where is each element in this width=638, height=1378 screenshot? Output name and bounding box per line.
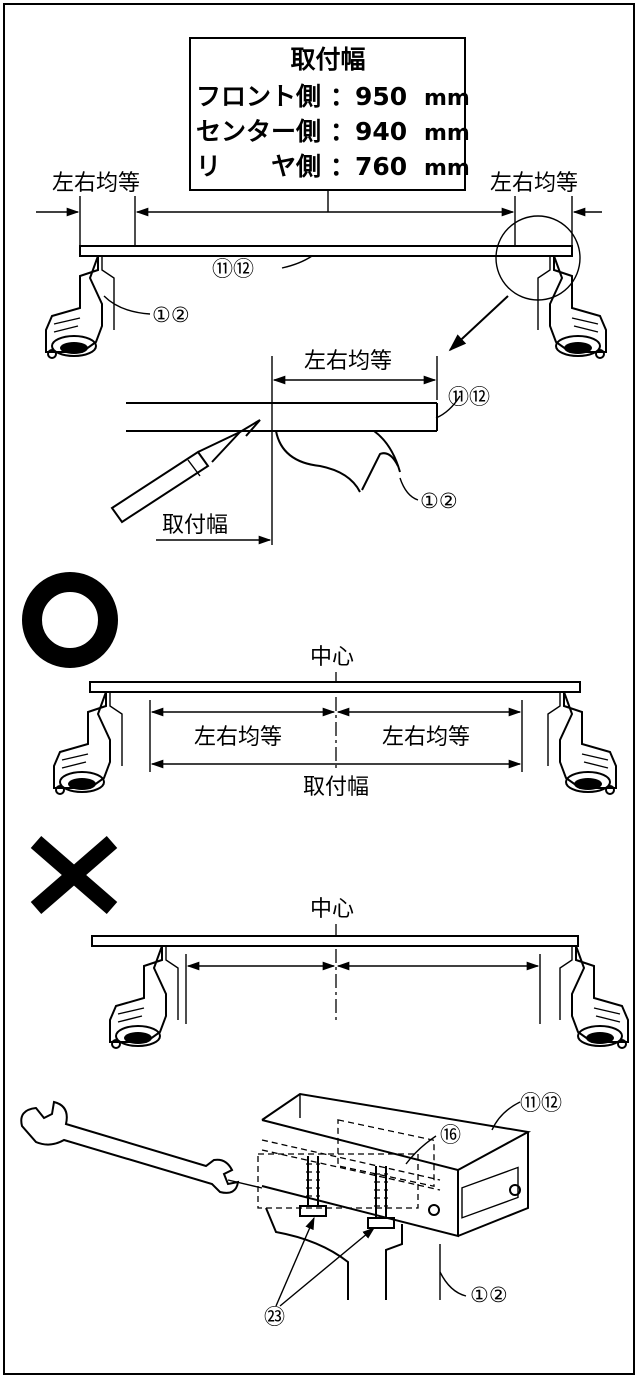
wrong-example: 中心 bbox=[30, 835, 629, 1049]
detail-foot-ref: ①② bbox=[420, 489, 458, 513]
wrong-bar bbox=[91, 935, 579, 947]
width-row-rear: リ ヤ側 ：760 mm bbox=[196, 152, 470, 181]
correct-example: 中心 左右均等 左右均等 取付幅 bbox=[22, 572, 617, 800]
bolt-fastening-diagram: ⑪⑫ ⑯ ①② ㉓ bbox=[20, 1091, 562, 1329]
width-row-front: フロント側 ：950 mm bbox=[196, 82, 470, 111]
top-bar bbox=[79, 245, 573, 257]
pen-icon bbox=[110, 419, 261, 524]
bolt-right bbox=[367, 1166, 395, 1229]
svg-text:mm: mm bbox=[424, 121, 470, 146]
top-foot-ref: ①② bbox=[152, 303, 190, 327]
bolt-ref: ㉓ bbox=[264, 1305, 285, 1329]
detail-circle bbox=[495, 215, 581, 301]
correct-center-label: 中心 bbox=[310, 645, 354, 670]
wrench-icon bbox=[20, 1100, 240, 1194]
bolt-bar-ref: ⑪⑫ bbox=[520, 1091, 562, 1115]
detail-width-label: 取付幅 bbox=[162, 513, 228, 538]
detail-pointer-arrow bbox=[448, 295, 509, 352]
correct-left-equal-label: 左右均等 bbox=[194, 725, 282, 750]
bolt-left bbox=[299, 1156, 327, 1217]
wrong-symbol-icon bbox=[30, 835, 118, 915]
detail-marking-diagram: 左右均等 ⑪⑫ ①② 取付幅 bbox=[110, 349, 490, 545]
wrong-center-label: 中心 bbox=[310, 897, 354, 922]
svg-text:センター側: センター側 bbox=[196, 117, 321, 146]
svg-text:：940: ：940 bbox=[330, 117, 407, 146]
bolt-part-ref: ⑯ bbox=[440, 1123, 461, 1147]
svg-text:リ ヤ側: リ ヤ側 bbox=[196, 152, 321, 181]
svg-text:mm: mm bbox=[424, 156, 470, 181]
top-bar-ref: ⑪⑫ bbox=[212, 257, 254, 281]
top-right-equal-label: 左右均等 bbox=[490, 171, 578, 196]
svg-text:：760: ：760 bbox=[330, 152, 407, 181]
top-left-equal-label: 左右均等 bbox=[52, 171, 140, 196]
bolt-foot-ref: ①② bbox=[470, 1283, 508, 1307]
correct-right-equal-label: 左右均等 bbox=[382, 725, 470, 750]
correct-symbol-icon bbox=[22, 572, 118, 668]
detail-equal-label: 左右均等 bbox=[304, 349, 392, 374]
width-box-title: 取付幅 bbox=[290, 45, 365, 74]
width-row-center: センター側 ：940 mm bbox=[196, 117, 470, 146]
page-border bbox=[3, 3, 635, 1375]
svg-text:mm: mm bbox=[424, 86, 470, 111]
width-spec-box: 取付幅 フロント側 ：950 mm センター側 ：940 mm リ ヤ側 ：76… bbox=[189, 37, 470, 191]
svg-text:：950: ：950 bbox=[330, 82, 407, 111]
svg-text:フロント側: フロント側 bbox=[196, 82, 321, 111]
correct-width-label: 取付幅 bbox=[303, 775, 369, 800]
top-rack-diagram: 左右均等 左右均等 ⑪⑫ ①② bbox=[36, 171, 607, 359]
detail-bar-ref: ⑪⑫ bbox=[448, 385, 490, 409]
correct-bar bbox=[89, 681, 581, 693]
